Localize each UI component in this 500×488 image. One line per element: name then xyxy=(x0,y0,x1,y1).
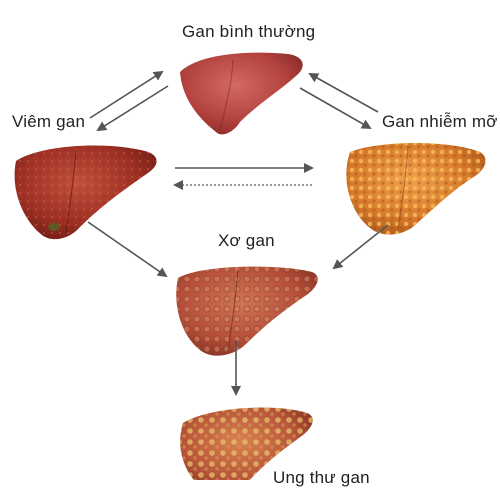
label-cirrhosis: Xơ gan xyxy=(218,231,275,250)
arrow-hepatitis-to-cirrhosis xyxy=(87,221,168,278)
label-normal-liver: Gan bình thường xyxy=(182,22,316,41)
label-hepatitis: Viêm gan xyxy=(12,112,86,131)
normal-liver xyxy=(180,52,303,135)
arrow-normal-to-hepatitis xyxy=(96,85,169,132)
arrow-fatty-to-cirrhosis xyxy=(332,224,389,270)
arrow-fatty-to-normal xyxy=(308,73,379,113)
cancer-liver xyxy=(180,407,313,480)
label-liver-cancer: Ung thư gan xyxy=(273,468,370,487)
arrow-normal-to-fatty xyxy=(299,87,372,129)
hepatitis-liver xyxy=(14,145,157,240)
arrow-hepatitis-to-normal xyxy=(89,70,164,119)
cirrhosis-liver xyxy=(176,266,318,356)
label-fatty-liver: Gan nhiễm mỡ xyxy=(382,112,498,131)
fatty-liver xyxy=(346,143,486,235)
